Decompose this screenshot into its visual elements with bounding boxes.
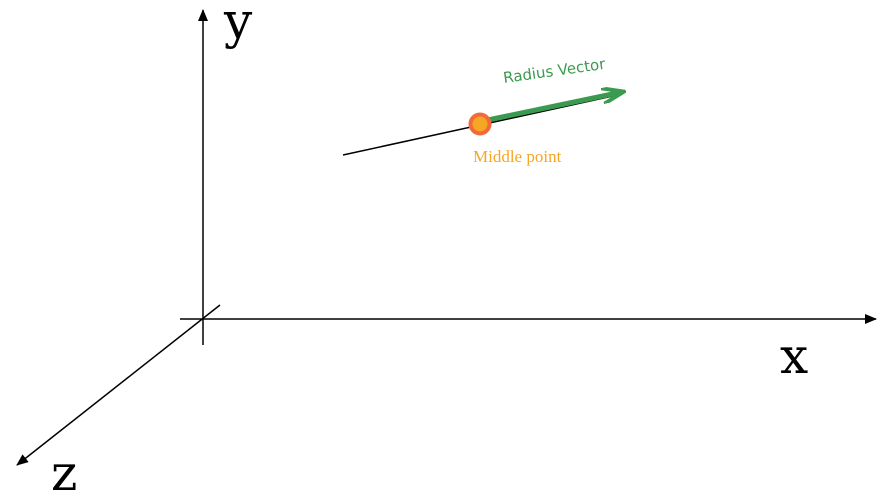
middle-point-marker (468, 112, 492, 136)
middle-point-label: Middle point (473, 147, 562, 166)
z-axis-line (16, 304, 221, 466)
x-axis-label: x (780, 327, 808, 385)
radius-vector-label: Radius Vector (502, 55, 607, 87)
y-axis-label: y (223, 0, 253, 50)
radius-vector-arrow (480, 92, 622, 124)
z-axis-label: z (51, 444, 77, 502)
